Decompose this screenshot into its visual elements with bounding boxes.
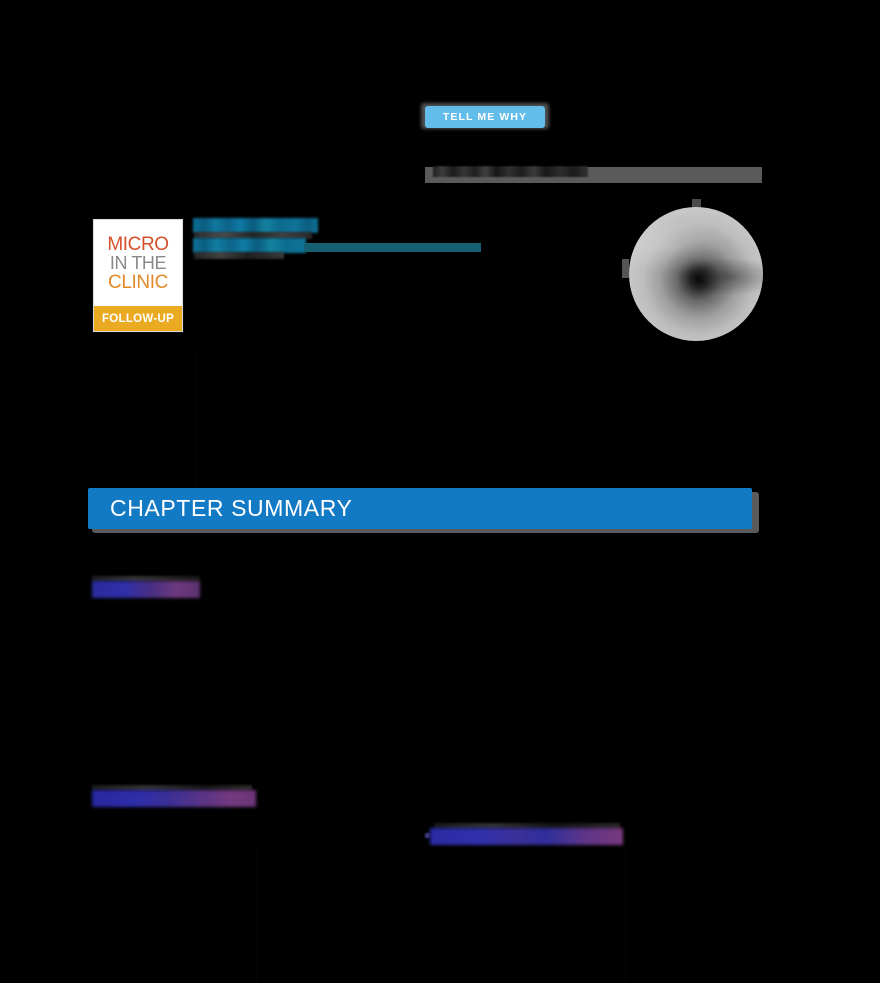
feature-heading-subtext-1-redacted: [194, 232, 312, 239]
section-heading-1-overline-redacted: [92, 576, 200, 582]
figure-caption-text-redacted: [433, 166, 588, 177]
section-heading-1-redacted: [92, 581, 200, 598]
figure-tick-left: [622, 259, 629, 278]
figure-tick-top: [692, 199, 701, 208]
logo-follow-up-band: FOLLOW-UP: [94, 306, 182, 331]
logo-line-micro: MICRO: [107, 233, 169, 255]
feature-heading-line2-redacted: [193, 238, 306, 253]
section-heading-3-overline-redacted: [434, 823, 620, 829]
column-divider-bottom-left: [256, 850, 257, 983]
feature-heading-subtext-2-redacted: [194, 252, 284, 259]
column-divider-bottom-right: [625, 850, 626, 983]
section-heading-3-bullet-icon: [425, 833, 430, 838]
logo-line-clinic: CLINIC: [108, 271, 168, 293]
section-heading-3-redacted: [430, 828, 623, 845]
logo-wordmark: MICRO IN THE CLINIC: [94, 220, 182, 306]
feature-heading-rule: [304, 243, 481, 252]
micro-in-the-clinic-logo: MICRO IN THE CLINIC FOLLOW-UP: [93, 219, 183, 332]
column-divider-left: [195, 350, 196, 490]
section-heading-2-overline-redacted: [92, 785, 252, 791]
logo-line-in-the: IN THE: [109, 253, 167, 274]
tell-me-why-badge-wrapper: TELL ME WHY: [421, 103, 549, 129]
feature-heading-line1-redacted: [193, 218, 318, 233]
sphere-highlight-overlay: [629, 207, 763, 341]
section-heading-2-redacted: [92, 790, 256, 807]
tell-me-why-badge[interactable]: TELL ME WHY: [425, 106, 545, 128]
chapter-summary-banner: CHAPTER SUMMARY: [88, 488, 752, 529]
micrograph-sphere-figure: [629, 207, 763, 341]
